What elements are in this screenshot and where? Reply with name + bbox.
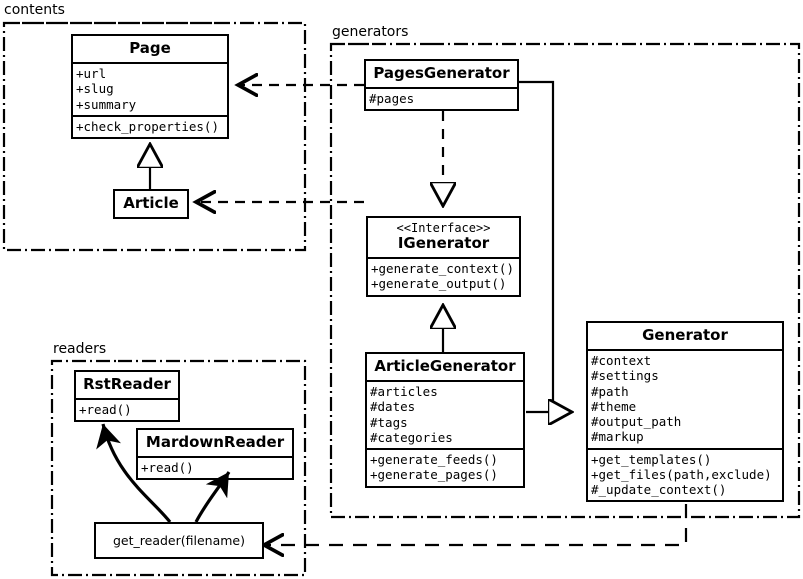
method-generate-context: +generate_context() [371,261,514,277]
attribute-slug: +slug [76,81,114,97]
attribute-settings: #settings [591,368,659,384]
class-igenerator-title: IGenerator [397,234,490,253]
class-igenerator-header: <<Interface>> IGenerator [368,218,519,260]
method-generate-output: +generate_output() [371,276,507,292]
class-articlegenerator[interactable]: ArticleGenerator #articles #dates #tags … [365,352,525,488]
attribute-url: +url [76,66,107,81]
class-articlegenerator-attributes: #articles #dates #tags #categories [367,382,523,450]
attribute-dates: #dates [370,399,416,415]
attribute-articles: #articles [370,384,438,399]
attribute-output-path: #output_path [591,414,682,429]
attribute-pages: #pages [369,91,415,106]
class-page-title: Page [129,39,171,57]
method-update-context: #_update_context() [591,482,727,497]
attribute-categories: #categories [370,429,453,445]
class-mardownreader-title: MardownReader [145,433,285,451]
method-check-properties: +check_properties() [76,118,219,134]
class-articlegenerator-header: ArticleGenerator [367,354,523,382]
method-generate-pages: +generate_pages() [370,467,498,483]
class-igenerator-stereotype: <<Interface>> [396,221,491,235]
attribute-tags: #tags [370,414,408,430]
package-boundary-generators [329,42,801,519]
class-igenerator-methods: +generate_context() +generate_output() [368,259,519,295]
package-boundary-contents [2,21,307,252]
class-rstreader[interactable]: RstReader +read() [74,370,180,423]
class-rstreader-methods: +read() [76,400,178,420]
class-article-title: Article [123,194,179,212]
class-mardownreader-methods: +read() [138,458,292,478]
method-read: +read() [79,402,132,417]
class-generator-title: Generator [642,326,728,344]
class-article[interactable]: Article [113,189,189,219]
class-page-methods: +check_properties() [73,117,227,137]
attribute-theme: #theme [591,398,637,414]
package-label-readers: readers [53,341,107,357]
class-articlegenerator-title: ArticleGenerator [374,357,516,375]
method-get-files: +get_files(path,exclude) [591,466,772,482]
attribute-path: #path [591,383,629,399]
class-pagesgenerator[interactable]: PagesGenerator #pages [364,59,519,112]
class-pagesgenerator-title: PagesGenerator [373,64,510,82]
class-generator-attributes: #context #settings #path #theme #output_… [588,351,782,450]
class-page[interactable]: Page +url +slug +summary +check_properti… [71,34,229,139]
class-igenerator[interactable]: <<Interface>> IGenerator +generate_conte… [366,216,521,297]
class-pagesgenerator-attributes: #pages [366,89,517,109]
class-mardownreader[interactable]: MardownReader +read() [136,428,294,481]
class-page-header: Page [73,36,227,64]
attribute-context: #context [591,353,652,368]
method-read: +read() [141,460,194,475]
relation-pagesgenerator-to-generator [519,80,555,412]
class-generator[interactable]: Generator #context #settings #path #them… [586,321,784,503]
class-article-header: Article [115,191,187,217]
class-pagesgenerator-header: PagesGenerator [366,61,517,89]
class-generator-header: Generator [588,323,782,351]
package-boundary-readers [50,359,307,577]
function-get-reader-label: get_reader(filename) [113,533,245,548]
class-rstreader-title: RstReader [83,375,171,393]
class-mardownreader-header: MardownReader [138,430,292,458]
method-get-templates: +get_templates() [591,451,712,467]
attribute-markup: #markup [591,429,644,445]
class-page-attributes: +url +slug +summary [73,64,227,117]
relation-generator-to-getreader [264,504,688,545]
package-label-generators: generators [332,24,409,40]
class-generator-methods: +get_templates() +get_files(path,exclude… [588,450,782,501]
attribute-summary: +summary [76,96,137,112]
package-label-contents: contents [4,2,65,18]
class-rstreader-header: RstReader [76,372,178,400]
class-articlegenerator-methods: +generate_feeds() +generate_pages() [367,450,523,486]
function-get-reader[interactable]: get_reader(filename) [94,522,264,559]
method-generate-feeds: +generate_feeds() [370,452,498,467]
